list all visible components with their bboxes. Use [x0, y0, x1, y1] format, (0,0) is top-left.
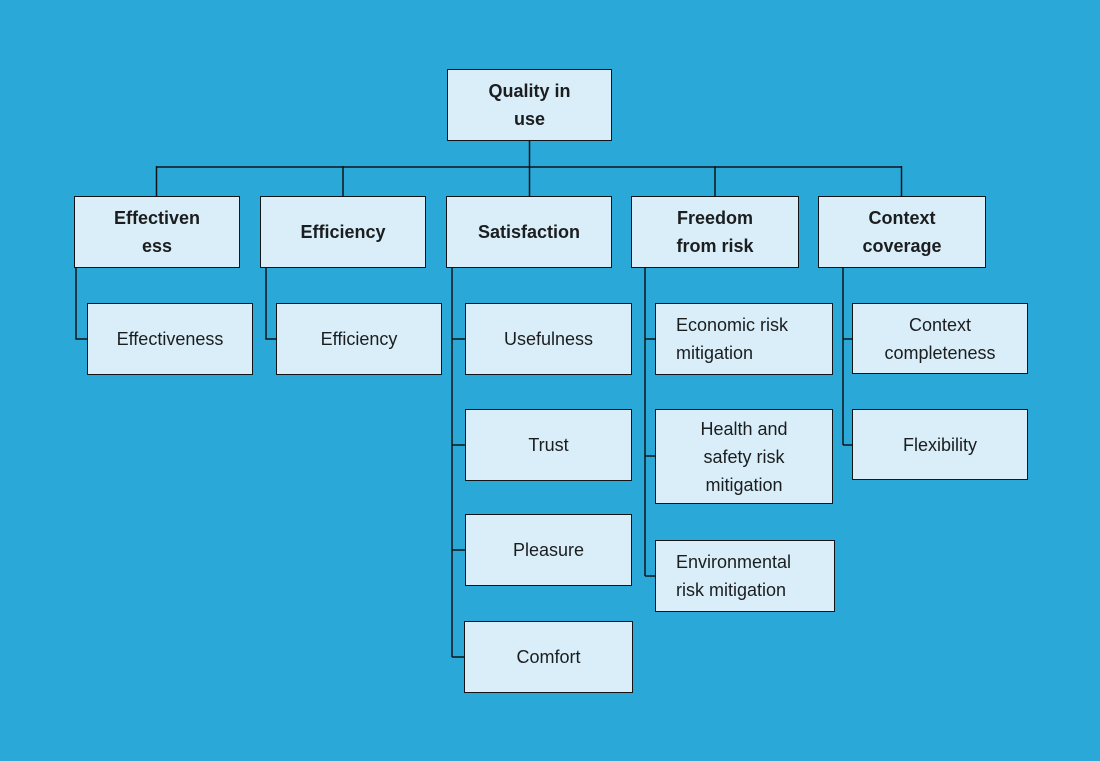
node-leaf-comfort[interactable]: Comfort — [464, 621, 633, 693]
node-label: Context coverage — [862, 208, 942, 256]
node-label: Effectiven ess — [113, 208, 201, 256]
node-leaf-environmental-risk-mitigation[interactable]: Environmental risk mitigation — [655, 540, 835, 612]
node-leaf-health-and-safety-risk-mitigation[interactable]: Health and safety risk mitigation — [655, 409, 833, 504]
node-label: Health and safety risk mitigation — [700, 418, 788, 495]
node-label: Efficiency — [300, 222, 386, 242]
node-branch-efficiency[interactable]: Efficiency — [260, 196, 426, 268]
node-label: Trust — [528, 435, 569, 455]
node-label: Context completeness — [884, 314, 996, 363]
node-label: Economic risk mitigation — [676, 315, 789, 363]
node-label: Flexibility — [902, 434, 977, 455]
node-label: Comfort — [516, 647, 581, 667]
node-branch-context-coverage[interactable]: Context coverage — [818, 196, 986, 268]
node-label: Effectiveness — [116, 329, 224, 349]
node-branch-satisfaction[interactable]: Satisfaction — [446, 196, 612, 268]
node-branch-freedom-from-risk[interactable]: Freedom from risk — [631, 196, 799, 268]
node-branch-effectiveness[interactable]: Effectiven ess — [74, 196, 240, 268]
node-leaf-trust[interactable]: Trust — [465, 409, 632, 481]
node-root-quality-in-use[interactable]: Quality in use — [447, 69, 612, 141]
node-leaf-flexibility[interactable]: Flexibility — [852, 409, 1028, 480]
node-leaf-effectiveness[interactable]: Effectiveness — [87, 303, 253, 375]
node-label: Satisfaction — [477, 222, 581, 242]
node-label: Environmental risk mitigation — [676, 552, 792, 600]
node-label: Quality in use — [488, 81, 571, 129]
node-leaf-efficiency[interactable]: Efficiency — [276, 303, 442, 375]
node-label: Usefulness — [503, 329, 594, 349]
node-leaf-pleasure[interactable]: Pleasure — [465, 514, 632, 586]
node-label: Pleasure — [512, 540, 585, 560]
node-leaf-context-completeness[interactable]: Context completeness — [852, 303, 1028, 374]
node-leaf-usefulness[interactable]: Usefulness — [465, 303, 632, 375]
node-label: Freedom from risk — [676, 208, 754, 256]
node-leaf-economic-risk-mitigation[interactable]: Economic risk mitigation — [655, 303, 833, 375]
node-label: Efficiency — [320, 329, 398, 349]
